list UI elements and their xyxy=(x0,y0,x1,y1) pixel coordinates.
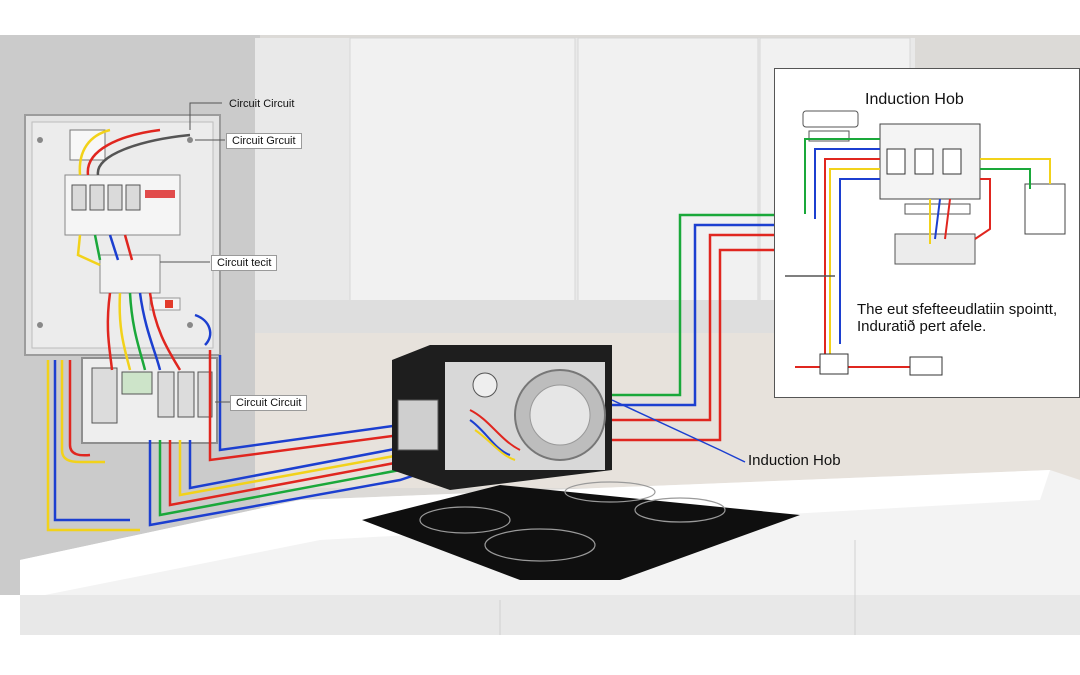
terminal-block-icon xyxy=(397,399,439,451)
distribution-board xyxy=(24,114,221,356)
circuit-label-top: Circuit Circuit xyxy=(229,98,295,110)
inset-note-line2: Induratið pert afele. xyxy=(857,318,987,335)
hob-control-unit xyxy=(392,345,612,490)
inset-note-line1: The eut sfefteeudlatiin spointt, xyxy=(857,301,1058,318)
inset-wiring-diagram: Induction Hob The eut sfefteeud xyxy=(774,68,1080,398)
terminal-block-icon xyxy=(99,254,161,294)
circuit-label-lower: Circuit Circuit xyxy=(230,395,308,411)
inset-note: The eut sfefteeudlatiin spointt, Indurat… xyxy=(857,301,1057,335)
circuit-label-second: Circuit Grcuit xyxy=(226,133,302,149)
induction-hob-label: Induction Hob xyxy=(748,452,841,469)
inset-schematic xyxy=(785,110,1066,376)
induction-hob xyxy=(362,481,800,580)
plug-icon xyxy=(819,353,849,375)
plug-icon xyxy=(1024,183,1066,235)
inset-title: Induction Hob xyxy=(865,91,964,108)
consumer-unit xyxy=(81,357,218,444)
breaker-icon xyxy=(802,110,859,128)
board-wires xyxy=(76,128,212,371)
leader-lines xyxy=(160,102,230,403)
circuit-label-middle: Circuit tecit xyxy=(211,255,278,271)
plug-icon xyxy=(909,356,943,376)
